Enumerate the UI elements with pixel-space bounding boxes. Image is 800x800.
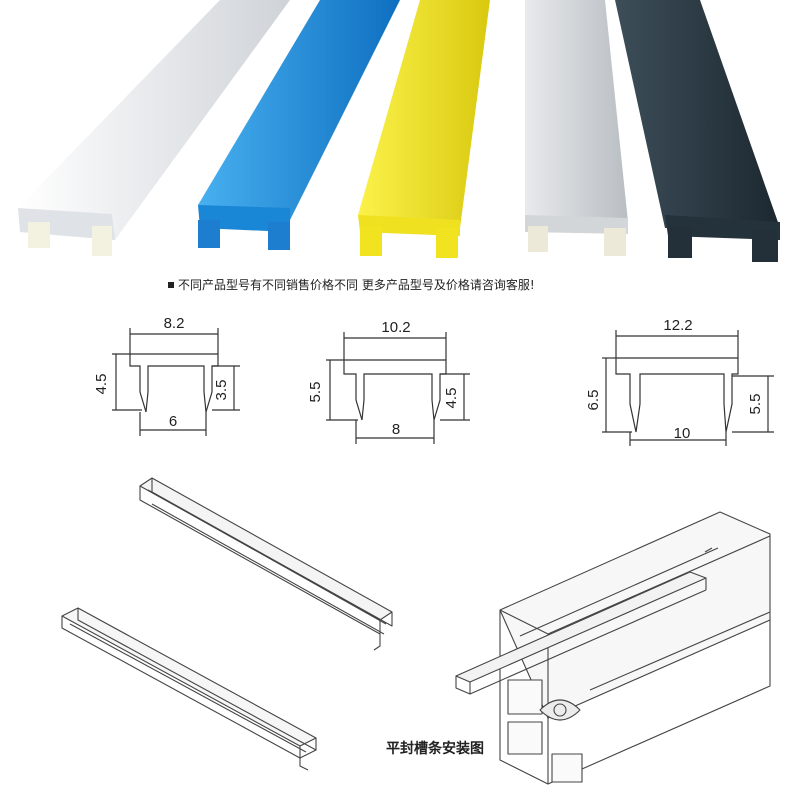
dim-top-width-3: 12.2 — [663, 317, 692, 334]
strip-blue — [198, 0, 400, 250]
installation-illustration — [61, 477, 771, 785]
dim-left-height-1: 4.5 — [93, 374, 110, 395]
strip-drawing-upper — [139, 477, 393, 651]
strip-yellow — [358, 0, 490, 258]
dim-right-height-2: 4.5 — [443, 388, 460, 409]
installation-caption: 平封槽条安装图 — [386, 741, 484, 757]
dim-top-width-1: 8.2 — [164, 315, 185, 332]
aluminum-profile-drawing — [455, 511, 771, 785]
dim-inner-width-2: 8 — [392, 421, 400, 438]
price-notice: 不同产品型号有不同销售价格不同 更多产品型号及价格请咨询客服! — [168, 276, 535, 293]
profile-small — [112, 328, 240, 436]
dim-left-height-2: 5.5 — [307, 382, 324, 403]
dimension-drawings: 8.2 6 4.5 3.5 10.2 8 5.5 4.5 12.2 10 6.5… — [93, 315, 774, 446]
strip-drawing-lower — [61, 607, 317, 771]
price-notice-text: 不同产品型号有不同销售价格不同 更多产品型号及价格请咨询客服! — [178, 278, 535, 292]
bullet-icon — [168, 282, 174, 288]
dim-top-width-2: 10.2 — [381, 319, 410, 336]
profile-medium — [326, 332, 470, 444]
dim-left-height-3: 6.5 — [585, 390, 602, 411]
dim-inner-width-3: 10 — [674, 425, 691, 442]
product-photo — [18, 0, 780, 262]
strip-gray — [525, 0, 628, 256]
dim-right-height-1: 3.5 — [213, 380, 230, 401]
profile-large — [602, 330, 774, 446]
dim-inner-width-1: 6 — [169, 413, 177, 430]
strip-white — [18, 0, 290, 256]
dim-right-height-3: 5.5 — [747, 394, 764, 415]
strip-dark — [615, 0, 780, 262]
